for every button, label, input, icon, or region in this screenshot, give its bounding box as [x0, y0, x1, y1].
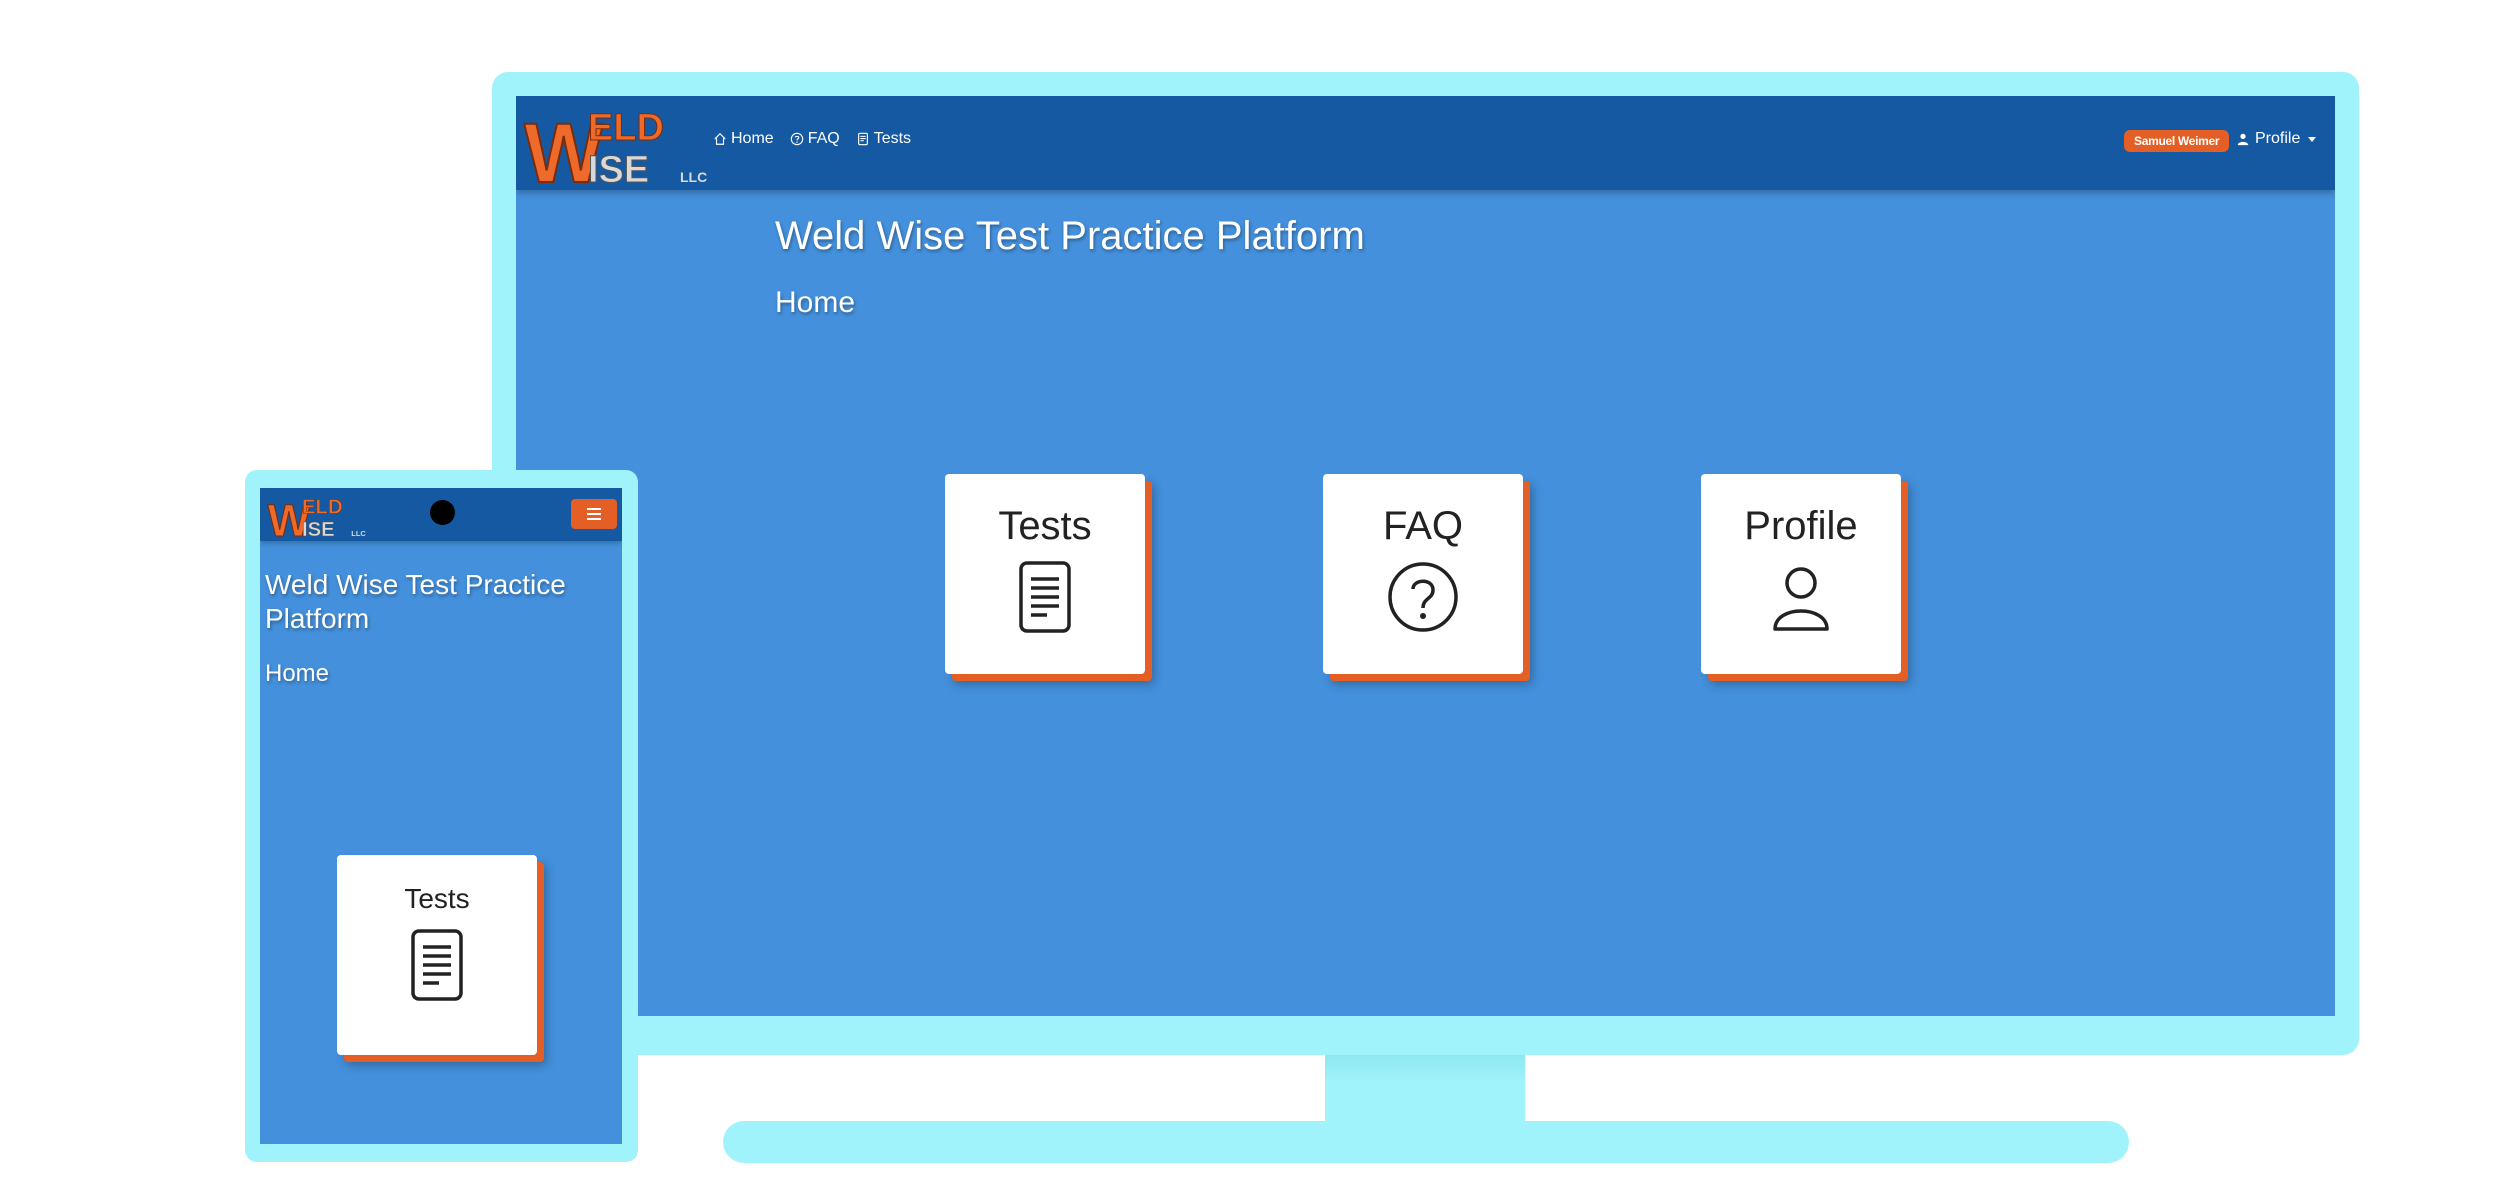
mobile-tests-card[interactable]: Tests	[337, 855, 537, 1055]
question-circle-icon	[790, 132, 803, 146]
faq-card-title: FAQ	[1382, 504, 1464, 548]
hamburger-line	[587, 513, 601, 515]
mobile-navbar: W ELD ISE LLC	[260, 488, 622, 541]
faq-card[interactable]: FAQ	[1323, 474, 1523, 674]
mobile-page-subtitle: Home	[265, 660, 330, 687]
logo-ise-text: ISE	[302, 519, 335, 538]
desktop-nav-links: Home FAQ Tests	[713, 130, 911, 148]
person-icon	[1773, 567, 1829, 631]
nav-home-link[interactable]: Home	[713, 130, 774, 148]
desktop-monitor: W ELD ISE LLC Home FAQ Tests Sam	[492, 72, 2359, 1055]
profile-dropdown[interactable]: Profile	[2236, 130, 2317, 148]
mobile-tests-card-title: Tests	[404, 883, 470, 914]
chevron-down-icon	[2308, 136, 2317, 142]
logo-w-letter: W	[524, 106, 604, 186]
logo-llc-text: LLC	[351, 529, 366, 538]
document-icon	[857, 132, 868, 146]
monitor-stand	[723, 1121, 2129, 1163]
camera-dot	[430, 500, 455, 525]
nav-faq-link[interactable]: FAQ	[790, 130, 840, 148]
weld-wise-logo[interactable]: W ELD ISE LLC	[522, 102, 712, 186]
question-icon	[1388, 562, 1458, 632]
home-icon	[714, 132, 726, 145]
desktop-navbar: W ELD ISE LLC Home FAQ Tests Sam	[516, 96, 2335, 190]
user-name-badge: Samuel Weimer	[2124, 130, 2230, 152]
logo-llc-text: LLC	[680, 169, 707, 185]
mobile-screen: W ELD ISE LLC Weld Wise Test Practice Pl…	[260, 488, 622, 1144]
nav-tests-link[interactable]: Tests	[856, 130, 911, 148]
page-subtitle: Home	[775, 286, 856, 319]
document-icon	[1019, 561, 1071, 633]
desktop-screen: W ELD ISE LLC Home FAQ Tests Sam	[516, 96, 2335, 1016]
page-title: Weld Wise Test Practice Platform	[775, 214, 1365, 258]
profile-label: Profile	[2255, 130, 2301, 147]
weld-wise-logo[interactable]: W ELD ISE LLC	[265, 493, 370, 538]
mobile-page-title: Weld Wise Test Practice Platform	[265, 569, 566, 634]
monitor-neck	[1325, 1055, 1525, 1123]
logo-eld-text: ELD	[302, 496, 343, 518]
hamburger-line	[587, 508, 601, 510]
nav-faq-label: FAQ	[807, 130, 840, 147]
person-icon	[2237, 133, 2249, 146]
profile-card-title: Profile	[1744, 504, 1858, 548]
nav-home-label: Home	[731, 130, 774, 147]
logo-eld-text: ELD	[588, 107, 664, 149]
hamburger-menu-button[interactable]	[571, 499, 617, 529]
nav-tests-label: Tests	[873, 130, 912, 147]
document-icon	[411, 929, 463, 1001]
logo-ise-text: ISE	[588, 149, 649, 186]
mobile-phone: W ELD ISE LLC Weld Wise Test Practice Pl…	[245, 470, 638, 1162]
profile-card[interactable]: Profile	[1701, 474, 1901, 674]
hamburger-line	[587, 518, 601, 520]
tests-card[interactable]: Tests	[945, 474, 1145, 674]
tests-card-title: Tests	[998, 504, 1092, 548]
logo-w-letter: W	[268, 495, 311, 538]
